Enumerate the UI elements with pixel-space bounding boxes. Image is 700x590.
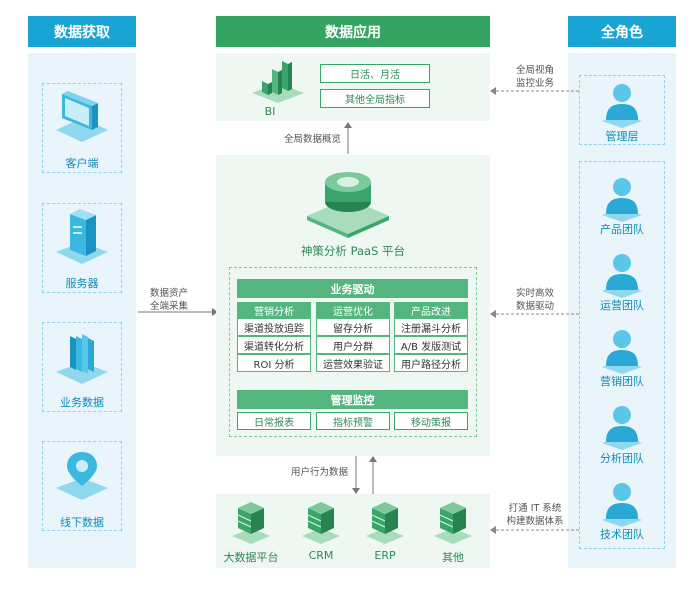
- right-mid-arrow-text: 实时高效 数据驱动: [505, 287, 565, 313]
- bi-metric-box: 日活、月活: [320, 64, 430, 83]
- role-item-management: [579, 75, 665, 145]
- right-bottom-arrow: [490, 526, 580, 534]
- right-bottom-arrow-text: 打通 IT 系统 构建数据体系: [500, 502, 570, 528]
- business-cell: 用户分群: [317, 337, 389, 353]
- bottom-system-label: CRM: [308, 549, 334, 562]
- bottom-system-label: 其他: [442, 551, 464, 564]
- role-label: 运营团队: [600, 299, 644, 312]
- left-item-label: 线下数据: [60, 516, 104, 529]
- left-arrow-text: 数据资产 全端采集: [150, 287, 210, 313]
- role-teams-box: [579, 161, 665, 549]
- right-mid-arrow: [490, 310, 580, 318]
- left-item-business-data: [42, 322, 122, 412]
- role-label: 分析团队: [600, 452, 644, 465]
- arrow-text-line: 实时高效: [515, 288, 554, 299]
- person-icon: [602, 178, 642, 222]
- server-icon: [56, 209, 108, 264]
- business-title-bar: 业务驱动: [237, 279, 468, 298]
- server-stack-icon: [434, 502, 472, 544]
- business-cell: 用户路径分析: [395, 355, 467, 371]
- monitor-icon: [56, 91, 108, 142]
- bi-label: BI: [264, 105, 276, 118]
- person-icon: [602, 483, 642, 527]
- overview-text: 全局数据概览: [283, 134, 341, 145]
- left-item-label: 客户端: [65, 157, 99, 170]
- server-stack-icon: [232, 502, 270, 544]
- management-cell: 指标预警: [316, 412, 390, 430]
- center-column-header: 数据应用: [216, 16, 490, 47]
- behavior-text: 用户行为数据: [290, 467, 348, 478]
- overview-up-arrow: [344, 122, 352, 154]
- business-cell: 运营效果验证: [317, 355, 389, 371]
- platform-label: 神策分析 PaaS 平台: [300, 244, 406, 258]
- role-label: 管理层: [605, 130, 639, 143]
- arrow-text-line: 全局视角: [515, 65, 554, 76]
- location-pin-icon: [56, 452, 108, 500]
- behavior-down-arrow: [352, 456, 360, 494]
- business-column-header: 营销分析: [237, 302, 311, 318]
- bi-metric-box: 其他全局指标: [320, 89, 430, 108]
- right-column-header: 全角色: [568, 16, 676, 47]
- person-icon: [602, 406, 642, 450]
- management-cell: 日常报表: [237, 412, 311, 430]
- right-column-panel: [568, 53, 676, 568]
- person-icon: [602, 254, 642, 298]
- right-top-arrow: [490, 87, 580, 95]
- behavior-up-arrow: [369, 456, 377, 494]
- left-item-offline-data: [42, 441, 122, 531]
- server-stack-icon: [366, 502, 404, 544]
- left-item-client: [42, 83, 122, 173]
- right-column-title: 全角色: [601, 24, 643, 41]
- role-label: 技术团队: [600, 528, 644, 541]
- role-label: 产品团队: [600, 223, 644, 236]
- arrow-text-line: 数据资产: [150, 288, 189, 299]
- arrow-text-line: 全端采集: [150, 301, 189, 312]
- left-item-label: 业务数据: [60, 396, 104, 409]
- right-top-arrow-text: 全局视角 监控业务: [505, 64, 565, 90]
- person-icon: [602, 84, 642, 128]
- arrow-text-line: 数据驱动: [515, 301, 554, 312]
- arrow-text-line: 监控业务: [515, 78, 554, 89]
- left-column-title: 数据获取: [54, 24, 110, 41]
- left-column-header: 数据获取: [28, 16, 136, 47]
- documents-icon: [56, 334, 108, 384]
- business-cell: 留存分析: [317, 319, 389, 335]
- platform-inner-box: [229, 267, 477, 437]
- arrow-text-line: 构建数据体系: [506, 516, 564, 527]
- bar-chart-icon: [252, 61, 304, 103]
- person-icon: [602, 330, 642, 374]
- server-stack-icon: [302, 502, 340, 544]
- business-column-header: 产品改进: [394, 302, 468, 318]
- business-column-header: 运营优化: [316, 302, 390, 318]
- business-cell: 注册漏斗分析: [395, 319, 467, 335]
- business-cell: 渠道转化分析: [238, 337, 310, 353]
- platform-disc-icon: [307, 172, 389, 238]
- arrow-text-line: 打通 IT 系统: [508, 503, 562, 514]
- bottom-system-label: 大数据平台: [223, 551, 279, 564]
- left-to-center-arrow: [138, 308, 218, 316]
- bottom-system-label: ERP: [374, 549, 396, 562]
- left-item-label: 服务器: [65, 277, 99, 290]
- center-column-title: 数据应用: [325, 24, 381, 41]
- left-item-server: [42, 203, 122, 293]
- role-label: 营销团队: [600, 375, 644, 388]
- management-title-bar: 管理监控: [237, 390, 468, 409]
- management-cell: 移动策报: [394, 412, 468, 430]
- business-cell: A/B 发版测试: [395, 337, 467, 353]
- business-cell: 渠道投放追踪: [238, 319, 310, 335]
- business-cell: ROI 分析: [238, 355, 310, 371]
